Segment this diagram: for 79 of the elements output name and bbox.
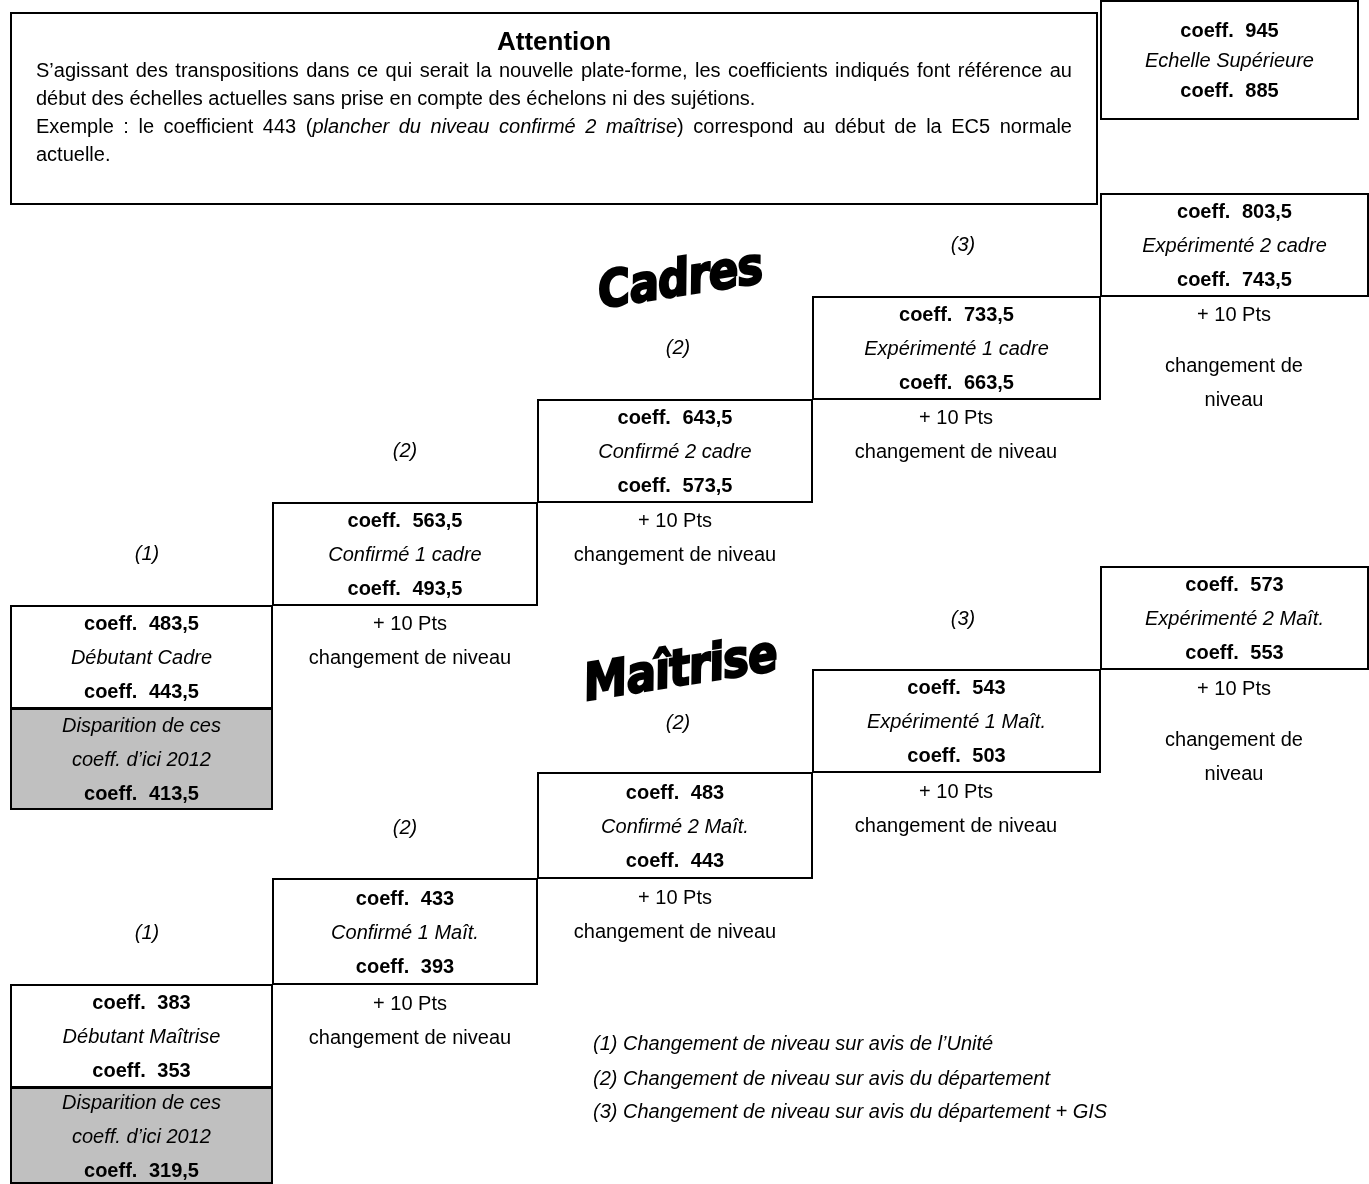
footnote-mark: (3) — [949, 232, 977, 257]
level-box — [272, 878, 538, 985]
points-text: + 10 Pts — [372, 611, 448, 636]
level-name: Confirmé 1 cadre — [328, 542, 482, 567]
coefficient-text: coeff. 885 — [1180, 78, 1279, 103]
coefficient-text: coeff. 663,5 — [899, 370, 1014, 395]
points-text: + 10 Pts — [637, 508, 713, 533]
coefficient-text: coeff. 433 — [355, 885, 455, 911]
footnote-text: (3) Changement de niveau sur avis du département + GIS — [593, 1099, 1108, 1124]
coefficient-text: coeff. 443 — [625, 847, 725, 873]
level-change-text: changement de niveau — [307, 1025, 513, 1050]
level-name: Expérimenté 1 cadre — [864, 336, 1049, 361]
level-name: Confirmé 2 Maît. — [601, 813, 749, 839]
coefficient-text: coeff. 543 — [907, 675, 1006, 700]
footnote-mark: (1) — [133, 541, 161, 566]
coefficient-text: coeff. 383 — [92, 990, 191, 1015]
level-change-text: changement de niveau — [1164, 353, 1304, 412]
level-box — [537, 772, 813, 879]
coefficient-text: coeff. 353 — [92, 1058, 191, 1083]
points-text: + 10 Pts — [918, 779, 994, 804]
level-box — [812, 296, 1101, 400]
level-box — [272, 502, 538, 606]
footnote-text: (2) Changement de niveau sur avis du département — [593, 1066, 1050, 1091]
level-change-text: changement de niveau — [1164, 727, 1304, 786]
level-box — [537, 399, 813, 503]
level-box — [1100, 193, 1369, 297]
footnote-mark: (1) — [133, 920, 161, 945]
notice-paragraph: S’agissant des transpositions dans ce qui serait la nouvelle plate-forme, les coefficients indiqués font référence au début des échelles actuelles sans prise en compte des échelons ni des sujétions. — [36, 58, 1072, 111]
footnote-text: (1) Changement de niveau sur avis de l’Unité — [593, 1031, 994, 1056]
coefficient-text: coeff. 393 — [355, 953, 455, 979]
level-change-text: changement de niveau — [853, 813, 1059, 838]
coefficient-text: coeff. 483,5 — [84, 611, 199, 636]
footnote-mark: (3) — [949, 606, 977, 631]
coefficient-text: coeff. 573 — [1185, 572, 1284, 597]
points-text: + 10 Pts — [918, 405, 994, 430]
coefficient-text: coeff. 483 — [625, 779, 725, 805]
level-change-text: changement de niveau — [853, 439, 1059, 464]
coefficient-text: coeff. 503 — [907, 743, 1006, 768]
level-name: Débutant Maîtrise — [62, 1024, 221, 1049]
level-name: Confirmé 2 cadre — [598, 439, 752, 464]
coefficient-text: coeff. 319,5 — [84, 1157, 199, 1183]
footnote-mark: (2) — [391, 438, 419, 463]
category-heading: Cadres — [592, 234, 768, 322]
notice-title: Attention — [496, 26, 612, 56]
level-name: Expérimenté 2 Maît. — [1145, 606, 1324, 631]
coefficient-text: coeff. 563,5 — [347, 508, 463, 533]
coefficient-text: coeff. 553 — [1185, 640, 1284, 665]
coefficient-text: coeff. 945 — [1180, 18, 1279, 43]
coefficient-text: coeff. 493,5 — [347, 576, 463, 601]
level-box — [1100, 566, 1369, 670]
coefficient-text: coeff. 413,5 — [84, 781, 199, 806]
level-change-text: changement de niveau — [572, 919, 778, 944]
level-box — [10, 984, 273, 1088]
level-name: Confirmé 1 Maît. — [331, 919, 479, 945]
level-box — [812, 669, 1101, 773]
notice-box — [10, 12, 1098, 205]
level-box — [10, 605, 273, 709]
level-change-text: changement de niveau — [572, 542, 778, 567]
points-text: + 10 Pts — [1196, 302, 1272, 327]
shaded-box — [10, 1087, 273, 1184]
coefficient-text: coeff. 733,5 — [899, 302, 1014, 327]
footnote-mark: (2) — [391, 815, 419, 840]
shaded-box — [10, 708, 273, 810]
points-text: + 10 Pts — [637, 885, 713, 910]
level-name: Expérimenté 2 cadre — [1142, 233, 1327, 258]
coefficient-text: coeff. 803,5 — [1177, 199, 1292, 224]
coefficient-text: coeff. 573,5 — [617, 473, 733, 498]
level-name: Echelle Supérieure — [1145, 48, 1314, 73]
level-name: Débutant Cadre — [70, 645, 213, 670]
coefficient-text: coeff. 443,5 — [84, 679, 199, 704]
points-text: + 10 Pts — [372, 991, 448, 1016]
level-change-text: changement de niveau — [307, 645, 513, 670]
footnote-mark: (2) — [664, 335, 692, 360]
coefficient-text: coeff. 743,5 — [1177, 267, 1292, 292]
notice-paragraph: Exemple : le coefficient 443 (plancher du niveau confirmé 2 maîtrise) correspond au début de la EC5 normale actuelle. — [36, 114, 1072, 167]
coefficient-text: coeff. 643,5 — [617, 405, 733, 430]
level-box — [1100, 0, 1359, 120]
points-text: + 10 Pts — [1196, 676, 1272, 701]
level-name: Expérimenté 1 Maît. — [867, 709, 1046, 734]
